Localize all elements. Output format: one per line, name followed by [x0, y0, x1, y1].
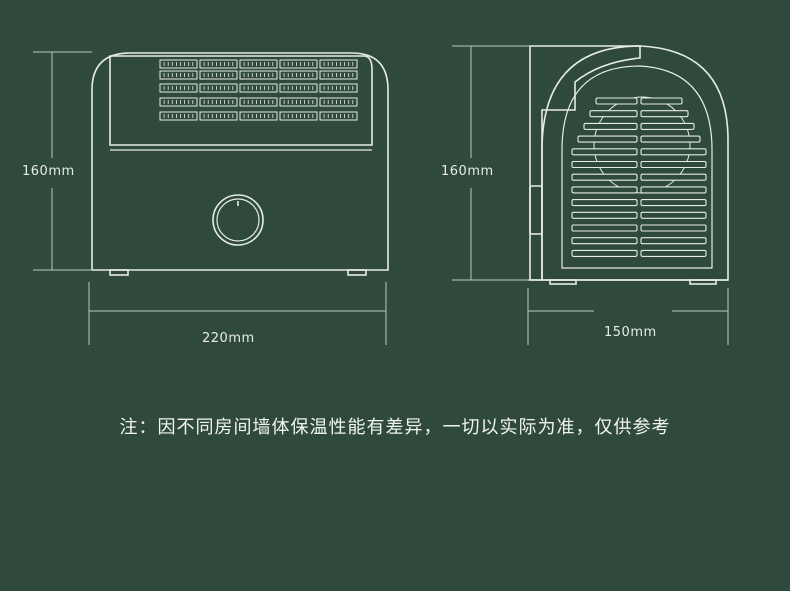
side-vents — [571, 97, 707, 257]
vent-slat — [571, 249, 638, 257]
side-inner-arch — [561, 65, 713, 269]
vent-slat — [583, 122, 638, 130]
vent-slat — [640, 173, 707, 181]
grille-cell — [279, 70, 318, 80]
front-view — [91, 52, 389, 276]
front-dimensions — [33, 51, 387, 345]
vent-slat — [640, 97, 683, 105]
grille-cell — [199, 83, 238, 93]
front-foot-right — [347, 269, 367, 276]
side-view — [528, 45, 729, 285]
grille-cell — [319, 70, 358, 80]
side-rear-block — [529, 45, 641, 281]
grille-cell — [159, 83, 198, 93]
grille-cell — [279, 59, 318, 69]
grille-cell — [239, 83, 278, 93]
grille-cell — [199, 97, 238, 107]
vent-slat — [640, 211, 707, 219]
disclaimer-note: 注：因不同房间墙体保温性能有差异，一切以实际为准，仅供参考 — [119, 417, 671, 438]
vent-slat — [571, 224, 638, 232]
grille-cell — [199, 70, 238, 80]
grille-cell — [239, 111, 278, 121]
grille-cell — [319, 97, 358, 107]
vent-slat — [640, 237, 707, 245]
grille-cell — [319, 111, 358, 121]
grille-cell — [239, 70, 278, 80]
grille-cell — [159, 97, 198, 107]
grille-cell — [279, 83, 318, 93]
grille-cell — [199, 59, 238, 69]
vent-slat — [640, 199, 707, 207]
front-panel-outline — [109, 55, 373, 146]
vent-slat — [640, 148, 707, 156]
front-grille — [159, 59, 358, 121]
side-knob — [529, 185, 543, 235]
front-foot-left — [109, 269, 129, 276]
vent-slat — [640, 160, 707, 169]
vent-slat — [577, 135, 638, 143]
control-knob — [212, 194, 264, 246]
front-height-label: 160mm — [22, 164, 75, 179]
front-body-outline — [91, 52, 389, 271]
grille-cell — [159, 59, 198, 69]
vent-slat — [640, 135, 701, 143]
grille-cell — [319, 59, 358, 69]
vent-slat — [640, 186, 707, 194]
vent-slat — [589, 110, 638, 118]
grille-cell — [239, 97, 278, 107]
grille-cell — [159, 111, 198, 121]
side-arch-housing — [541, 45, 729, 281]
grille-cell — [159, 70, 198, 80]
vent-slat — [640, 249, 707, 257]
vent-slat — [571, 199, 638, 207]
vent-slat — [571, 160, 638, 169]
vent-slat — [640, 224, 707, 232]
vent-slat — [571, 211, 638, 219]
grille-cell — [199, 111, 238, 121]
side-dimensions — [452, 45, 729, 345]
grille-cell — [239, 59, 278, 69]
side-height-label: 160mm — [441, 164, 494, 179]
side-depth-label: 150mm — [604, 325, 657, 340]
vent-slat — [571, 237, 638, 245]
grille-cell — [279, 97, 318, 107]
grille-cell — [319, 83, 358, 93]
vent-slat — [640, 122, 695, 130]
vent-slat — [571, 173, 638, 181]
front-width-label: 220mm — [202, 331, 255, 346]
vent-slat — [571, 148, 638, 156]
vent-slat — [571, 186, 638, 194]
vent-slat — [595, 97, 638, 105]
vent-slat — [640, 110, 689, 118]
grille-cell — [279, 111, 318, 121]
